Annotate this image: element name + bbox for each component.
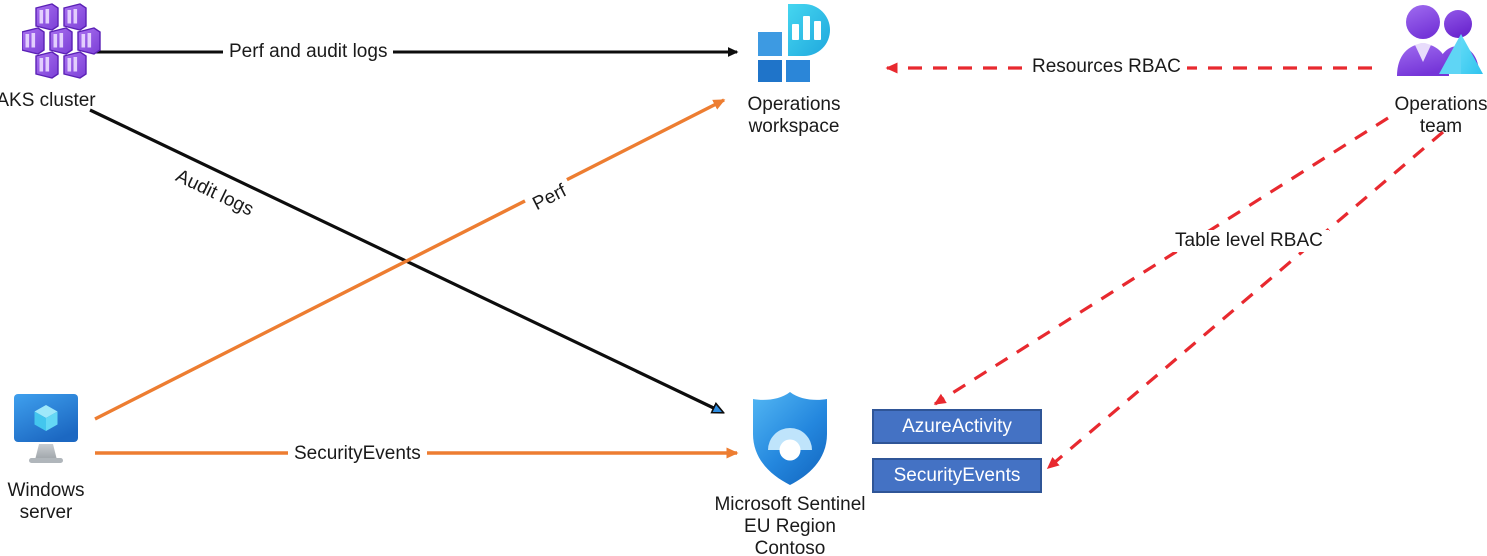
operations-team-icon [1389, 2, 1487, 84]
log-analytics-workspace-icon [752, 2, 836, 84]
aks-cluster-icon [21, 2, 114, 80]
edge-table-level-rbac-securityevents [1046, 130, 1445, 470]
node-operations-team: Operations team [1376, 2, 1487, 138]
node-label-windows-server: Windows server [7, 480, 85, 523]
node-label-aks-cluster: AKS cluster [0, 90, 96, 111]
edge-perf [94, 98, 726, 421]
node-label-operations-team: Operations team [1394, 94, 1487, 137]
microsoft-sentinel-shield-icon [744, 390, 836, 488]
node-windows-server: Windows server [0, 392, 94, 524]
node-microsoft-sentinel: Microsoft Sentinel EU Region Contoso [700, 390, 880, 556]
windows-server-icon [6, 392, 86, 474]
edge-label-security-events: SecurityEvents [288, 443, 427, 465]
node-label-operations-workspace: Operations workspace [747, 94, 841, 137]
table-box-securityevents[interactable]: SecurityEvents [872, 458, 1042, 493]
edge-label-perf-and-audit-logs: Perf and audit logs [223, 41, 394, 63]
node-aks-cluster: AKS cluster [0, 2, 138, 112]
edge-table-level-rbac-azureactivity [933, 116, 1389, 406]
node-label-microsoft-sentinel: Microsoft Sentinel EU Region Contoso [714, 494, 866, 556]
edge-label-resources-rbac: Resources RBAC [1026, 56, 1187, 78]
node-operations-workspace: Operations workspace [727, 2, 861, 138]
table-box-azureactivity[interactable]: AzureActivity [872, 409, 1042, 444]
edge-label-table-level-rbac: Table level RBAC [1169, 230, 1329, 252]
